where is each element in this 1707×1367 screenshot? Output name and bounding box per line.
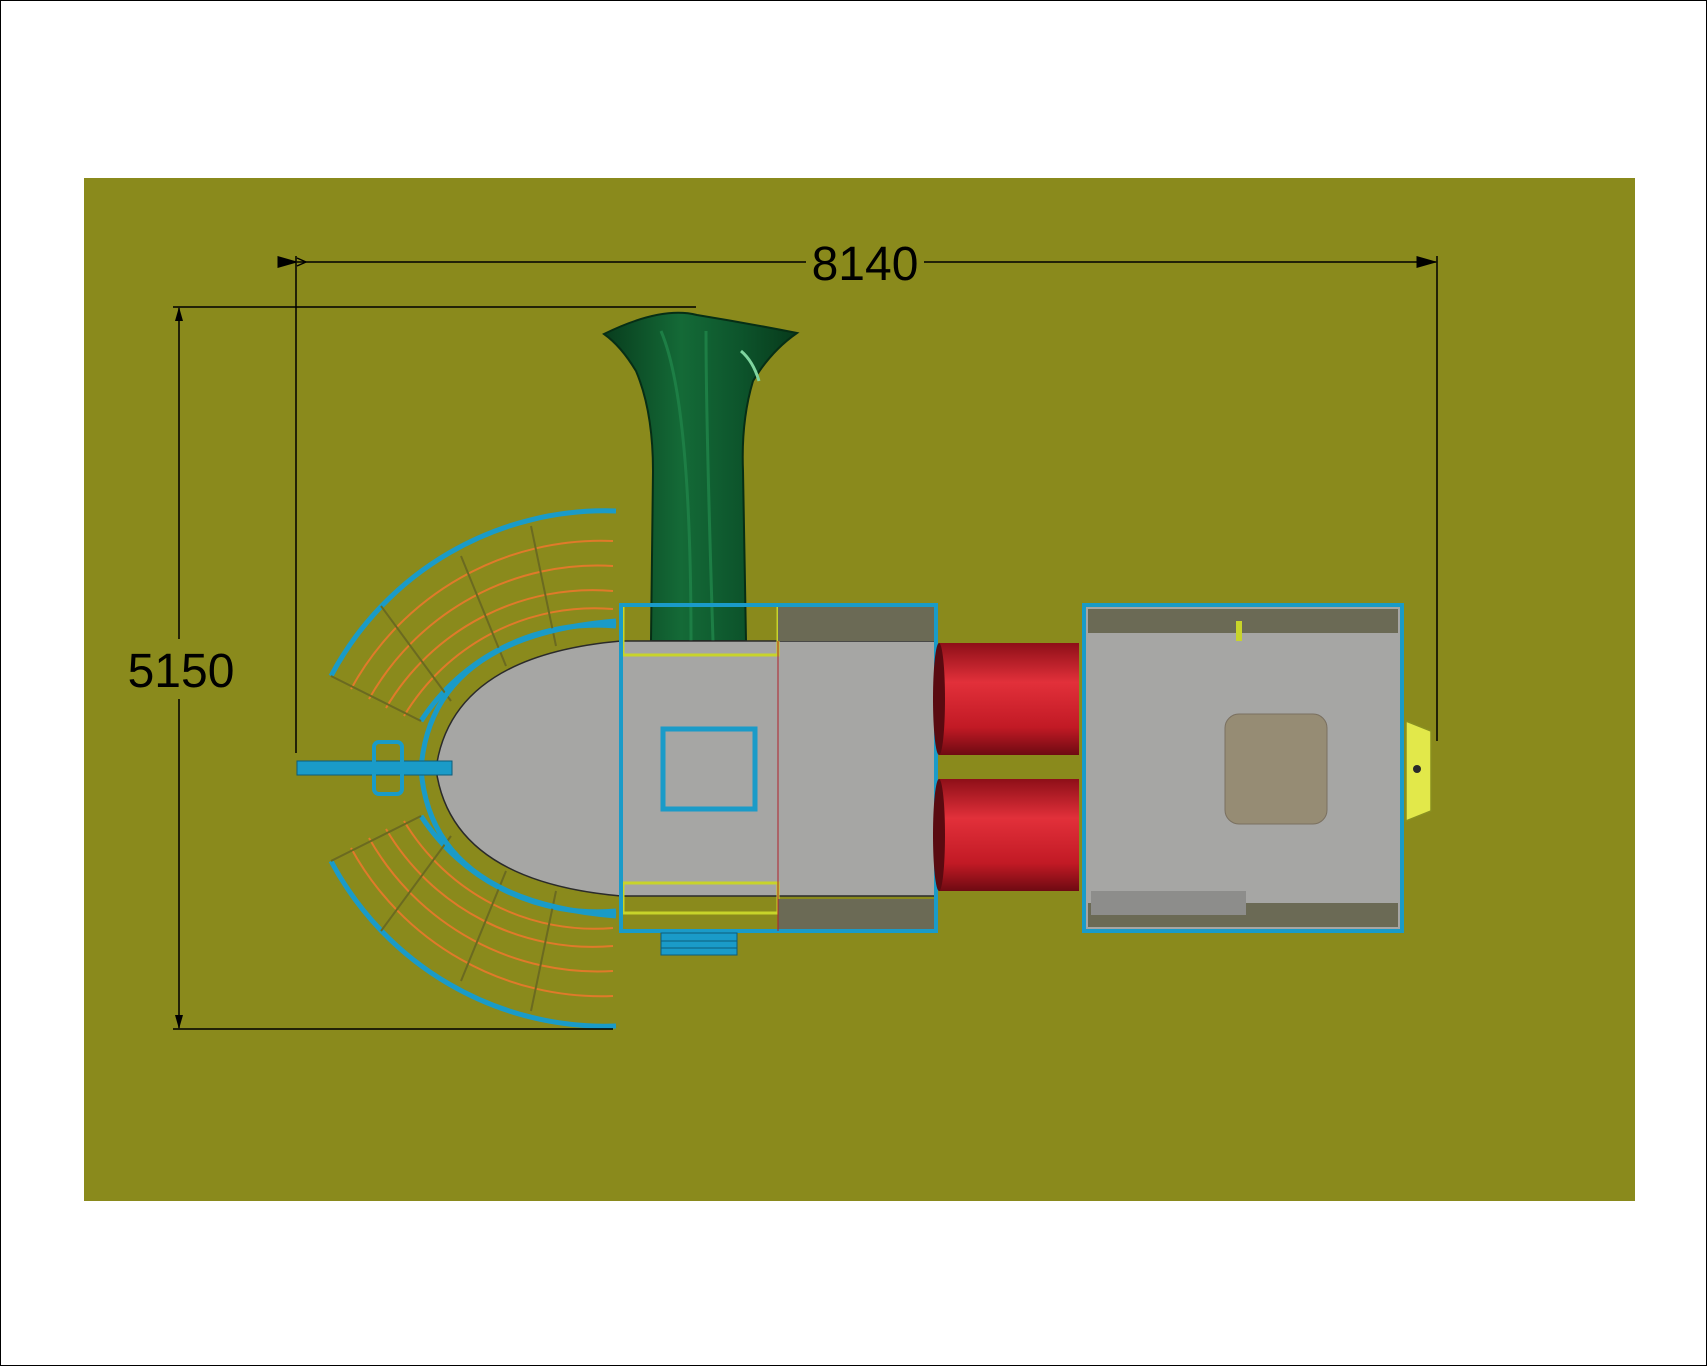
depth-dimension-label: 5150 xyxy=(128,645,235,698)
tunnel-upper xyxy=(933,643,1079,755)
slide xyxy=(602,311,800,642)
step xyxy=(660,932,738,956)
tunnel-lower xyxy=(933,779,1079,891)
left-deck xyxy=(418,603,938,933)
dimension-depth: 5150 xyxy=(121,306,696,1030)
deck-hatch xyxy=(660,726,758,812)
deck-hatch-panel xyxy=(1224,713,1328,825)
entry-bar xyxy=(296,740,453,796)
dimension-width: 8140 xyxy=(277,238,1438,753)
right-deck xyxy=(1082,603,1404,933)
right-entry xyxy=(1405,719,1432,823)
width-dimension-label: 8140 xyxy=(812,238,919,291)
